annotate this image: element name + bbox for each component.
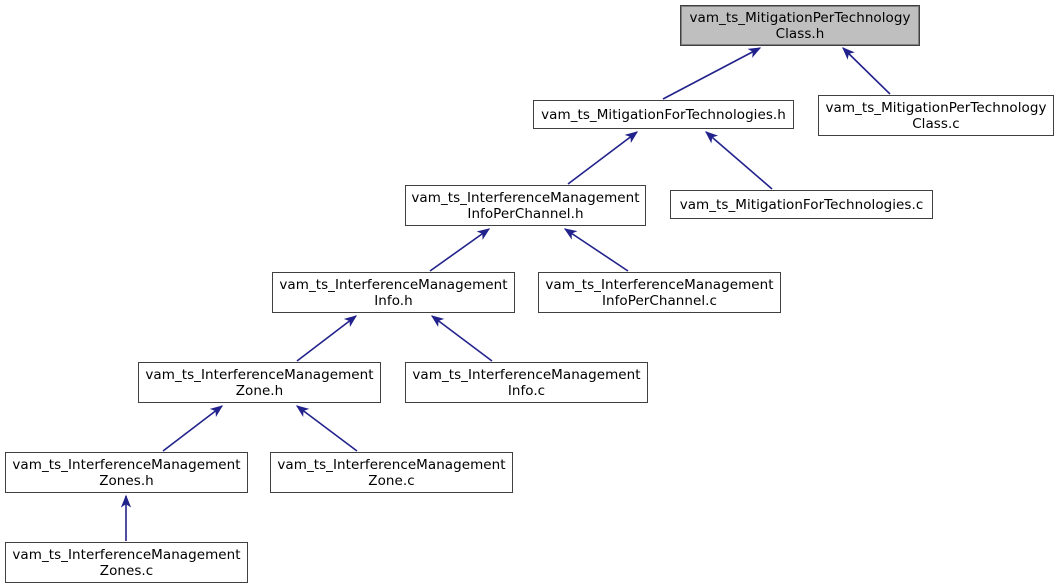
node-label: vam_ts_InterferenceManagement Zones.c [12, 546, 241, 579]
node-interference-management-info-per-channel-h[interactable]: vam_ts_InterferenceManagement InfoPerCha… [405, 185, 646, 226]
node-interference-management-zone-c[interactable]: vam_ts_InterferenceManagement Zone.c [270, 452, 513, 493]
node-mitigation-for-technologies-c[interactable]: vam_ts_MitigationForTechnologies.c [670, 190, 933, 219]
edge-interference-management-info-per-channel-c-to-interference-management-info-per-channel-h [563, 228, 629, 272]
node-interference-management-info-h[interactable]: vam_ts_InterferenceManagement Info.h [272, 272, 515, 313]
edge-mitigation-for-technologies-c-to-mitigation-for-technologies-h [705, 131, 773, 190]
node-mitigation-per-technology-class-c[interactable]: vam_ts_MitigationPerTechnology Class.c [818, 95, 1054, 136]
node-label: vam_ts_InterferenceManagement Info.h [279, 276, 508, 309]
node-interference-management-zone-h[interactable]: vam_ts_InterferenceManagement Zone.h [138, 362, 381, 403]
edge-mitigation-for-technologies-h-to-mitigation-per-technology-class-h [662, 47, 762, 100]
node-label: vam_ts_InterferenceManagement Zone.c [277, 456, 506, 489]
node-label: vam_ts_InterferenceManagement Info.c [412, 366, 641, 399]
edge-interference-management-info-h-to-interference-management-info-per-channel-h [429, 228, 491, 272]
node-label: vam_ts_MitigationForTechnologies.c [679, 196, 924, 213]
node-label: vam_ts_MitigationForTechnologies.h [541, 106, 786, 123]
edge-mitigation-per-technology-class-c-to-mitigation-per-technology-class-h [842, 47, 891, 95]
node-label: vam_ts_MitigationPerTechnology Class.h [689, 9, 911, 42]
edge-interference-management-info-c-to-interference-management-info-h [430, 315, 493, 362]
node-mitigation-per-technology-class-h[interactable]: vam_ts_MitigationPerTechnology Class.h [680, 5, 920, 46]
node-label: vam_ts_InterferenceManagement InfoPerCha… [411, 189, 640, 222]
node-interference-management-info-c[interactable]: vam_ts_InterferenceManagement Info.c [405, 362, 648, 403]
edge-interference-management-zone-c-to-interference-management-zone-h [295, 405, 358, 452]
node-interference-management-info-per-channel-c[interactable]: vam_ts_InterferenceManagement InfoPerCha… [538, 272, 781, 313]
node-label: vam_ts_InterferenceManagement Zones.h [12, 456, 241, 489]
edge-interference-management-zones-h-to-interference-management-zone-h [162, 405, 224, 452]
edge-interference-management-info-per-channel-h-to-mitigation-for-technologies-h [567, 131, 639, 185]
node-mitigation-for-technologies-h[interactable]: vam_ts_MitigationForTechnologies.h [533, 100, 794, 129]
node-label: vam_ts_InterferenceManagement Zone.h [145, 366, 374, 399]
edge-interference-management-zone-h-to-interference-management-info-h [296, 315, 358, 362]
node-label: vam_ts_InterferenceManagement InfoPerCha… [545, 276, 774, 309]
node-interference-management-zones-c[interactable]: vam_ts_InterferenceManagement Zones.c [5, 542, 248, 583]
node-label: vam_ts_MitigationPerTechnology Class.c [825, 99, 1047, 132]
node-interference-management-zones-h[interactable]: vam_ts_InterferenceManagement Zones.h [5, 452, 248, 493]
